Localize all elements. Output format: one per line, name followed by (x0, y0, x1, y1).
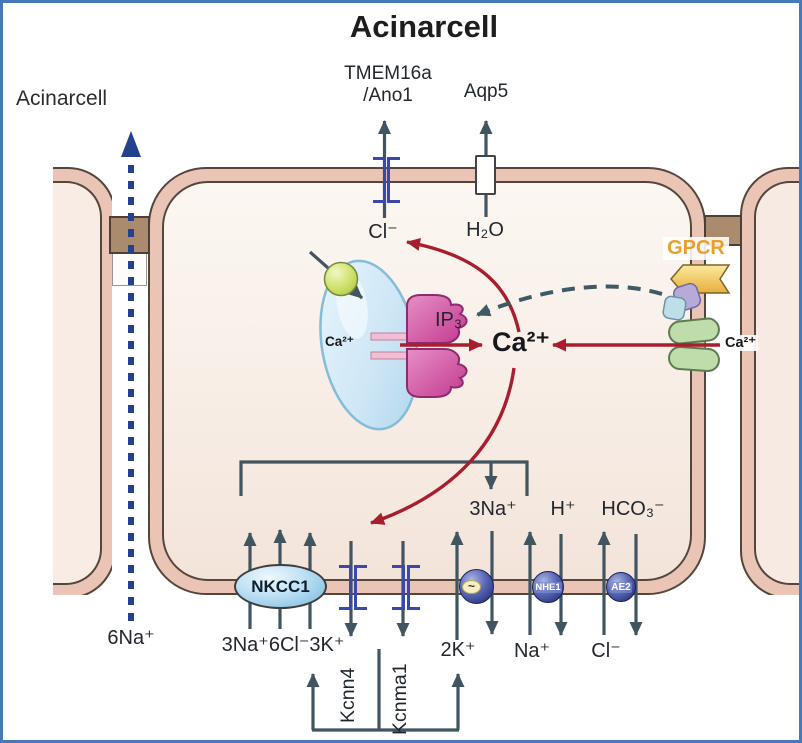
tmem16a-channel-bracket-left (373, 157, 386, 203)
na-coupling-bracket (239, 460, 529, 496)
nhe1-label: NHE1 (534, 581, 562, 593)
ca-to-k-channel-arrow (370, 367, 516, 525)
nhe1-h-out-label: H⁺ (550, 498, 576, 520)
figure-title: Acinarcell (349, 9, 499, 44)
k-recycling-bracket (312, 649, 459, 732)
left-neighbor-cell (53, 167, 112, 595)
tmem16a-name-line1: TMEM16a (344, 63, 432, 84)
ip3-label: IP₃ (435, 309, 463, 331)
atpase-tilde-icon: ~ (462, 580, 481, 594)
kcnma1-channel-bracket-left (392, 565, 405, 610)
ae2-transporter: AE2 (606, 572, 636, 602)
aqp5-name: Aqp5 (463, 81, 509, 102)
nkcc1-label: NKCC1 (251, 576, 310, 596)
kcnn4-channel-bracket-right (354, 565, 367, 610)
nhe1-transporter: NHE1 (532, 571, 564, 603)
tmem16a-name-line2: /Ano1 (363, 85, 413, 106)
g-protein-icons (662, 282, 702, 321)
ae2-cl-in-label: Cl⁻ (591, 640, 621, 662)
right-neighbor-cell (740, 167, 799, 595)
paracellular-na-arrow (121, 131, 141, 621)
pump-k-in-label: 2K⁺ (440, 639, 476, 661)
ligand-ball-icon (308, 250, 364, 300)
ca-to-cl-channel-arrow (406, 238, 521, 333)
diagram-artwork (121, 120, 731, 732)
nkcc1-ions-label: 3Na⁺6Cl⁻3K⁺ (221, 634, 345, 656)
ca-paracellular-label: Ca²⁺ (723, 335, 759, 351)
ca-cytosol-label: Ca²⁺ (492, 327, 550, 357)
ip3-receptor-icon (370, 294, 468, 398)
kcnn4-name: Kcnn4 (337, 667, 359, 723)
tmem16a-channel-bracket-right (387, 157, 400, 203)
h2o-label: H₂O (466, 219, 504, 241)
kcnn4-channel-bracket-left (339, 565, 352, 610)
gpcr-label: GPCR (663, 237, 729, 260)
calcium-channel-icon (668, 317, 720, 372)
nhe1-na-in-label: Na⁺ (513, 640, 551, 662)
left-cell-title: Acinarcell (16, 87, 108, 110)
cl-ion-apical: Cl⁻ (368, 221, 398, 243)
kcnma1-channel-bracket-right (407, 565, 420, 610)
na-k-atpase-pump: ~ (459, 569, 494, 604)
kcnma1-name: Kcnma1 (389, 663, 411, 735)
ca-er-label: Ca²⁺ (325, 334, 354, 349)
ae2-hco3-out-label: HCO₃⁻ (601, 498, 665, 520)
gpcr-ip3-signal-arrow (476, 284, 663, 317)
nkcc1-transporter: NKCC1 (234, 564, 327, 609)
ae2-label: AE2 (610, 581, 632, 593)
aqp5-channel-icon (475, 155, 496, 195)
paracellular-na-label: 6Na⁺ (107, 627, 155, 649)
pump-na-out-label: 3Na⁺ (469, 498, 517, 520)
